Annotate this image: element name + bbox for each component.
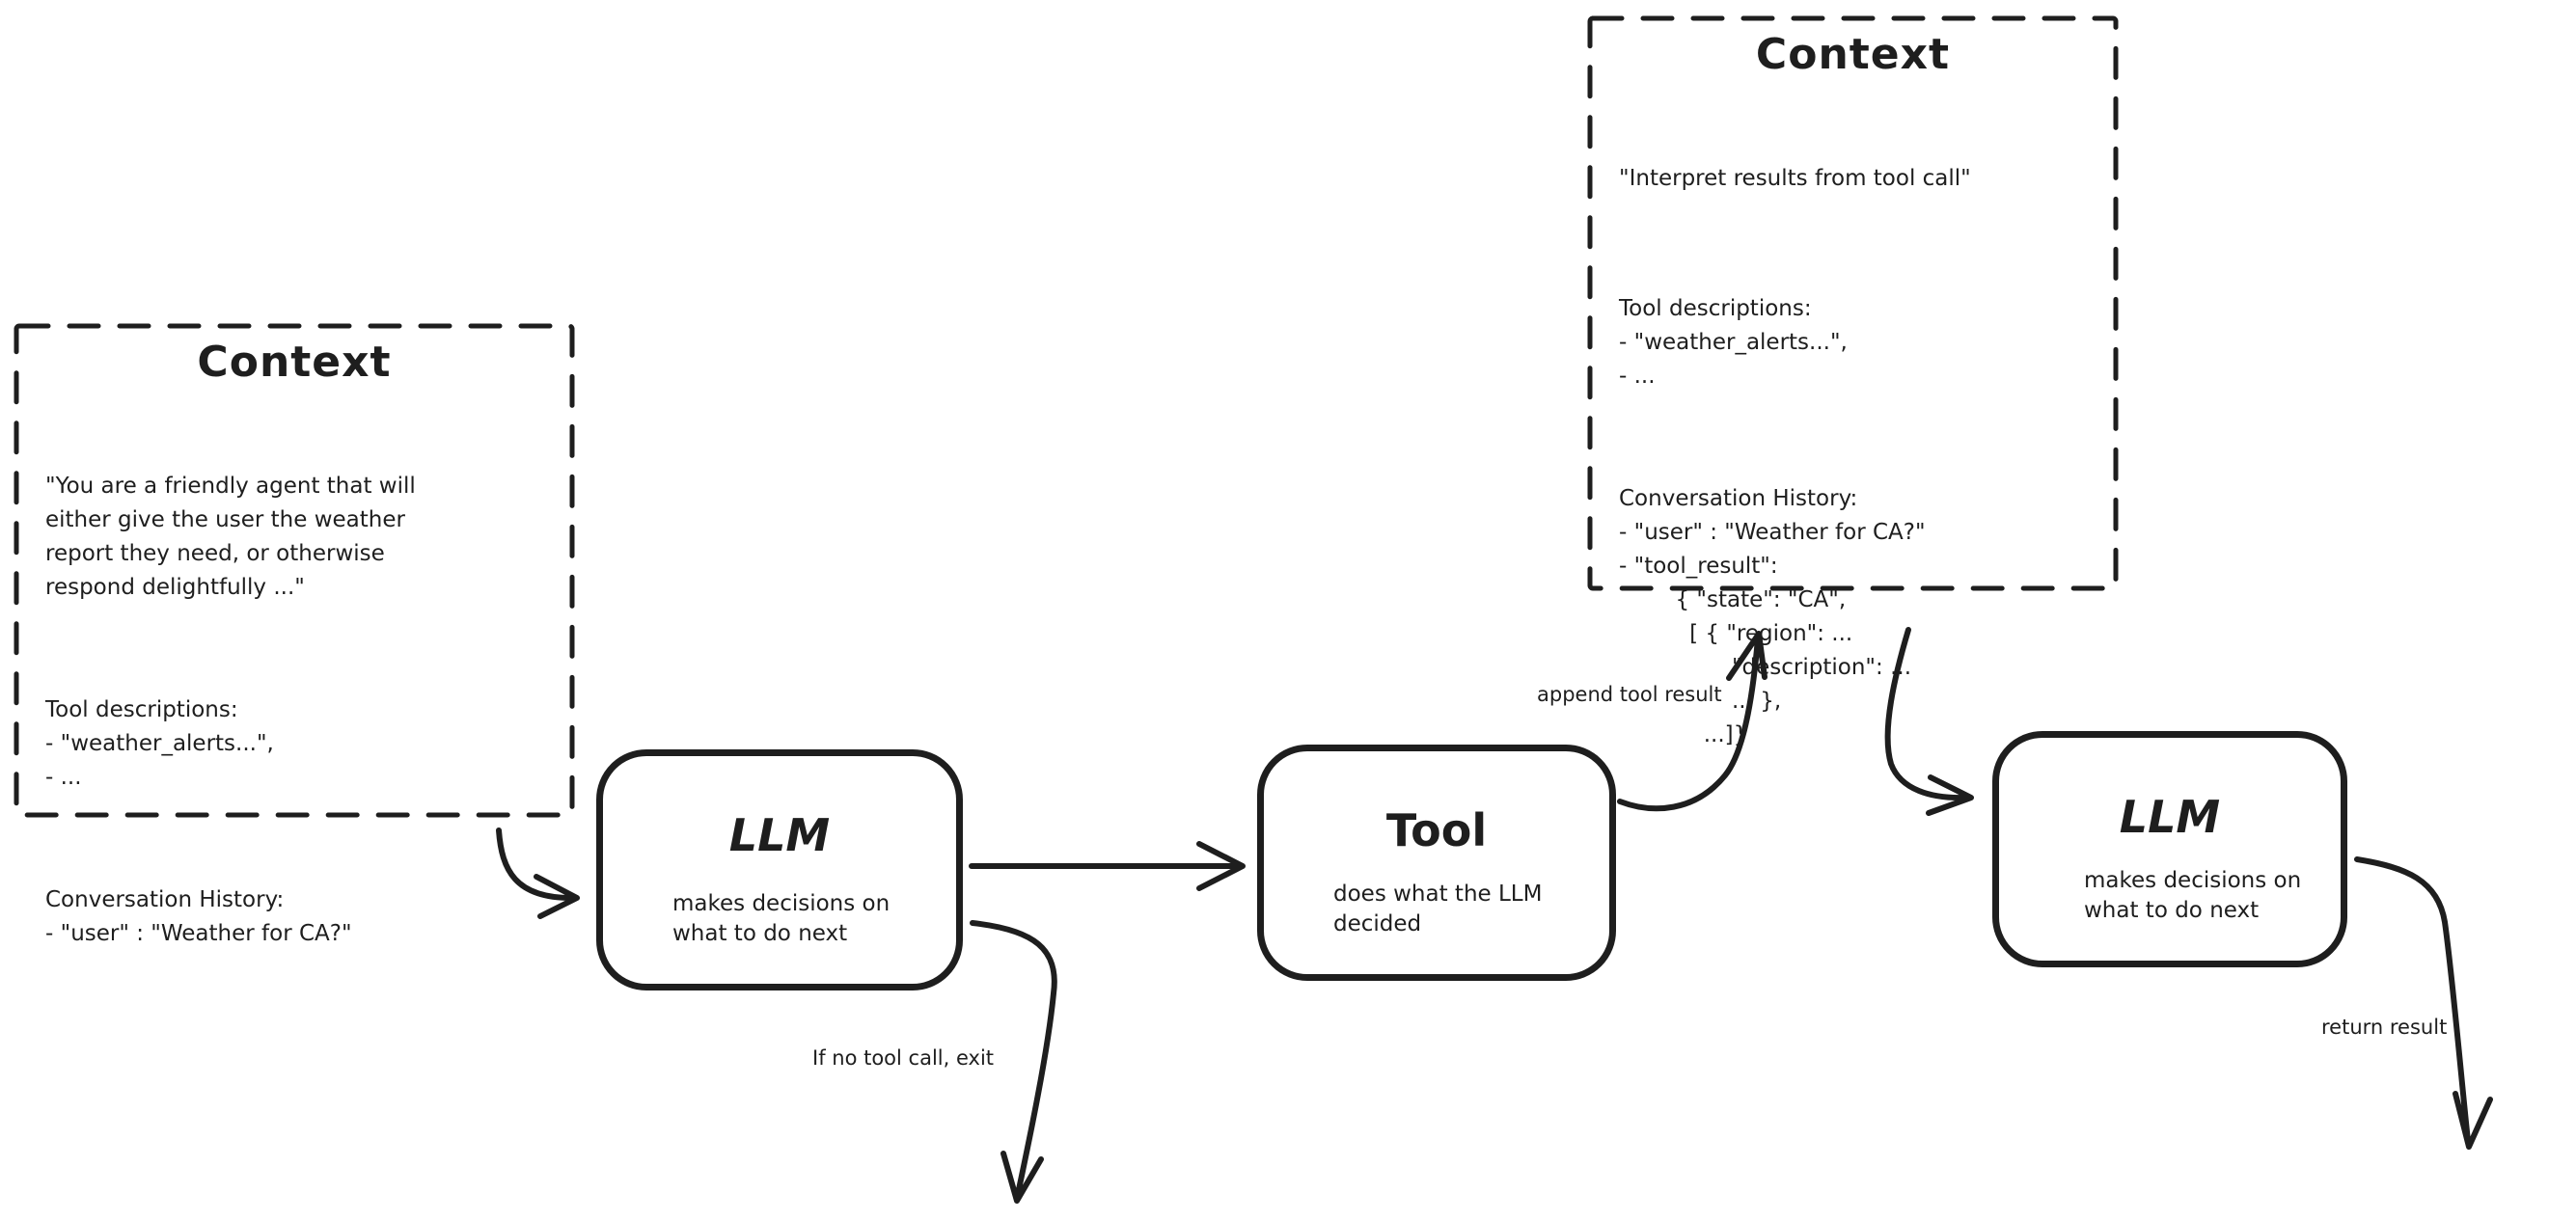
node-llm-1: LLM makes decisions on what to do next [596,749,963,990]
context-top-border [1587,15,2119,591]
node-llm-2: LLM makes decisions on what to do next [1992,731,2347,967]
arrow-llm1-to-tool [969,841,1246,891]
node-llm-1-subtitle: makes decisions on what to do next [672,891,891,946]
label-if-no-tool-call-exit: If no tool call, exit [812,1046,995,1070]
arrow-llm1-exit [970,920,1057,1204]
arrow-tool-to-context-top [1617,631,1768,812]
arrow-context-left-to-llm1 [496,828,580,919]
context-left-border [14,323,575,818]
context-top-conversation-history: Conversation History: - "user" : "Weathe… [1619,486,1926,747]
arrow-context-top-to-llm2 [1884,627,1974,816]
label-append-tool-result: append tool result [1537,683,1722,706]
node-tool: Tool does what the LLM decided [1257,745,1616,981]
node-llm-2-title: LLM [2119,791,2221,843]
node-tool-title: Tool [1385,804,1488,856]
context-top-system-prompt: "Interpret results from tool call" [1619,166,1971,191]
context-left-box: Context "You are a friendly agent that w… [16,326,572,946]
label-return-result: return result [2321,1016,2448,1039]
node-tool-subtitle: does what the LLM decided [1333,882,1543,936]
node-llm-2-subtitle: makes decisions on what to do next [2084,868,2302,923]
context-left-conversation-history: Conversation History: - "user" : "Weathe… [45,887,352,946]
arrow-llm2-return [2354,856,2493,1150]
context-left-tool-descriptions: Tool descriptions: - "weather_alerts..."… [45,697,274,790]
node-llm-1-title: LLM [728,809,831,861]
context-top-box: Context "Interpret results from tool cal… [1590,18,2116,747]
context-left-title: Context [197,338,392,387]
context-left-system-prompt: "You are a friendly agent that will eith… [45,474,416,600]
context-top-title: Context [1755,30,1951,79]
context-top-tool-descriptions: Tool descriptions: - "weather_alerts..."… [1619,296,1848,389]
